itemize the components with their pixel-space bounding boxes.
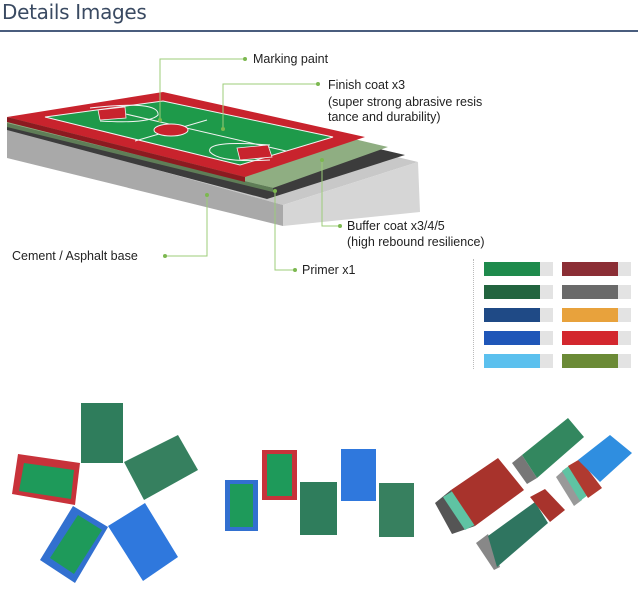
color-swatch	[484, 262, 553, 276]
color-swatch	[484, 331, 553, 345]
sample-tile	[578, 435, 632, 482]
callout-dots	[158, 57, 342, 272]
sample-tile	[476, 534, 500, 570]
sample-tile	[562, 465, 588, 501]
label-finish-desc-1: (super strong abrasive resis	[328, 95, 483, 109]
sample-tile	[443, 489, 480, 530]
three-point-arc	[209, 143, 271, 162]
sample-tile	[530, 489, 565, 522]
key-area	[97, 106, 127, 121]
three-point-arc	[89, 104, 159, 123]
finish-layer-edge	[7, 117, 245, 182]
base-layer-front	[7, 128, 283, 226]
label-base: Cement / Asphalt base	[12, 249, 138, 263]
label-finish-coat: Finish coat x3	[328, 78, 406, 92]
callout-lines	[159, 58, 340, 271]
sample-tile	[379, 483, 414, 537]
sample-tile	[267, 454, 292, 496]
color-swatch	[562, 285, 631, 299]
sample-photos	[12, 403, 632, 583]
color-swatch	[562, 331, 631, 345]
sample-tile	[300, 482, 337, 535]
sample-tile	[522, 418, 584, 478]
sample-tile	[451, 458, 524, 526]
color-swatch	[562, 308, 631, 322]
label-marking-paint: Marking paint	[253, 52, 329, 66]
sample-tile	[50, 515, 102, 574]
color-swatch	[484, 354, 553, 368]
sample-tile	[568, 459, 602, 498]
color-swatch	[562, 354, 631, 368]
sample-tile	[341, 449, 376, 501]
color-swatch	[484, 285, 553, 299]
key-area	[236, 144, 273, 161]
label-buffer-desc: (high rebound resilience)	[347, 235, 485, 249]
sample-tile	[488, 502, 548, 567]
center-circle	[153, 123, 189, 137]
sample-tile	[556, 468, 582, 506]
color-swatch-card	[470, 255, 638, 375]
sample-tile	[512, 455, 537, 484]
section-title: Details Images	[2, 0, 147, 24]
label-primer: Primer x1	[302, 263, 356, 277]
buffer-layer-edge	[7, 123, 273, 192]
sample-tile	[124, 435, 198, 500]
label-finish-desc-2: tance and durability)	[328, 110, 441, 124]
color-swatch	[484, 308, 553, 322]
sample-tile	[108, 503, 178, 581]
sample-tile	[19, 463, 74, 499]
sample-tile	[81, 403, 123, 463]
base-layer-side	[283, 162, 420, 226]
color-swatch	[562, 262, 631, 276]
sample-tile	[230, 484, 253, 527]
label-buffer-coat: Buffer coat x3/4/5	[347, 219, 445, 233]
section-header: Details Images	[0, 0, 638, 32]
